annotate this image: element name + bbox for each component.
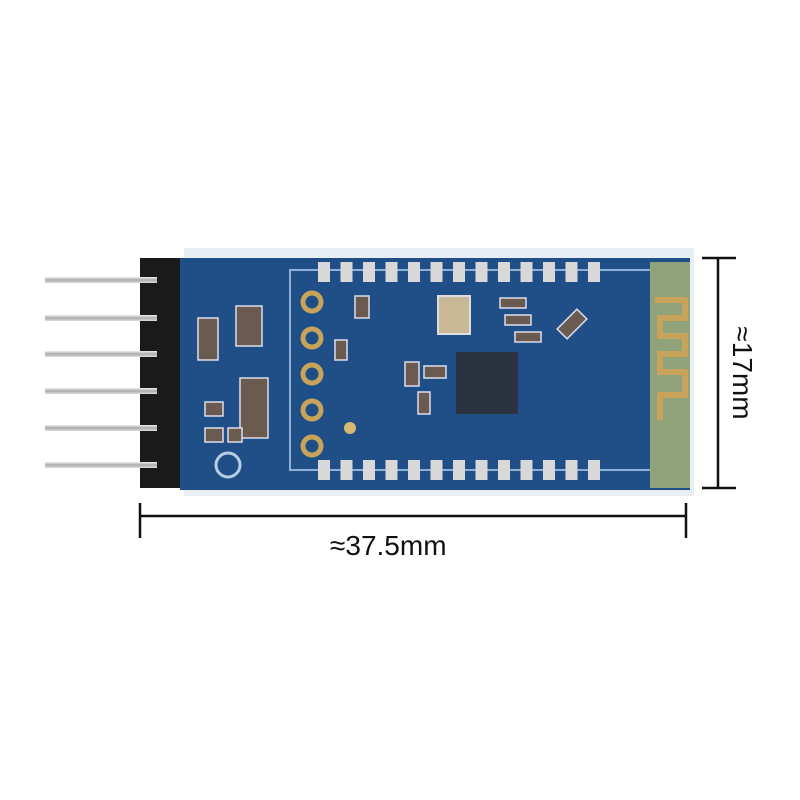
castellated-pad [498, 460, 510, 480]
castellated-pad [340, 262, 353, 282]
castellated-pad [475, 460, 488, 480]
header-pin [45, 277, 157, 283]
castellated-pad [363, 262, 375, 282]
castellated-pad [385, 262, 398, 282]
height-dimension-label: ≈17mm [727, 326, 758, 420]
castellated-pad [453, 262, 465, 282]
castellated-pad [430, 262, 443, 282]
header-pin [45, 351, 157, 357]
dimension-lines [138, 256, 736, 538]
header-pin [45, 425, 157, 431]
castellated-pad [318, 262, 330, 282]
castellated-pad [385, 460, 398, 480]
castellated-pad [318, 460, 330, 480]
castellated-pad [363, 460, 375, 480]
header-pin [45, 315, 157, 321]
castellated-pad [520, 262, 533, 282]
castellated-pad [588, 262, 600, 282]
header-pins [45, 277, 157, 468]
crystal-oscillator [437, 295, 471, 335]
castellated-pad [453, 460, 465, 480]
antenna-trace [655, 297, 688, 420]
width-dimension-label: ≈37.5mm [330, 530, 447, 561]
castellated-pad [588, 460, 600, 480]
castellated-pad [565, 460, 578, 480]
header-pin [45, 462, 157, 468]
pin-header [140, 258, 180, 488]
bluetooth-chip [456, 352, 518, 414]
castellated-pad [430, 460, 443, 480]
castellated-pad [543, 262, 555, 282]
through-hole-pads [214, 290, 356, 479]
castellated-pad [543, 460, 555, 480]
castellated-pad [408, 262, 420, 282]
castellated-pad [498, 262, 510, 282]
castellated-pad [340, 460, 353, 480]
smd-components [197, 295, 588, 443]
castellated-pad [520, 460, 533, 480]
castellated-pad [475, 262, 488, 282]
header-pin [45, 388, 157, 394]
castellated-pad [408, 460, 420, 480]
castellated-pad [565, 262, 578, 282]
castellated-pads [318, 262, 600, 480]
